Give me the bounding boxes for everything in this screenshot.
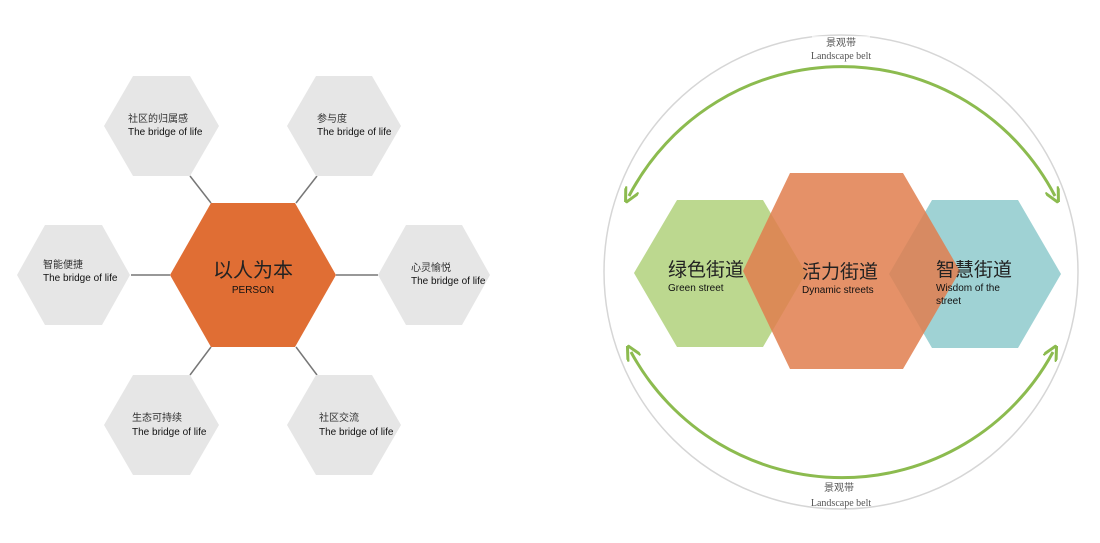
dynamic-street-title: 活力街道 xyxy=(802,261,878,283)
belt-top-subtitle: Landscape belt xyxy=(811,51,871,62)
satellite-hexagon xyxy=(287,76,401,176)
center-subtitle: PERSON xyxy=(232,285,274,296)
satellite-title: 参与度 xyxy=(317,112,347,125)
satellite-title: 生态可持续 xyxy=(132,411,182,424)
satellite-hexagon xyxy=(104,76,219,176)
smart-street-subtitle-line2: street xyxy=(936,296,961,307)
smart-street-subtitle-line1: Wisdom of the xyxy=(936,283,1000,294)
dynamic-street-hexagon xyxy=(743,173,960,369)
center-title: 以人为本 xyxy=(213,258,293,282)
center-hexagon xyxy=(170,203,336,347)
connector-line xyxy=(295,175,318,204)
connector-line xyxy=(189,175,212,204)
smart-street-title: 智慧街道 xyxy=(936,259,1012,281)
outer-circle xyxy=(603,34,1079,510)
connector-line xyxy=(189,346,212,376)
belt-top-title: 景观带 xyxy=(826,37,856,49)
satellite-subtitle: The bridge of life xyxy=(317,127,392,138)
satellite-hexagon xyxy=(287,375,401,475)
satellite-hexagon xyxy=(104,375,219,475)
satellite-title: 社区的归属感 xyxy=(128,112,188,125)
satellite-subtitle: The bridge of life xyxy=(132,427,207,438)
satellite-hexagon xyxy=(378,225,490,325)
top-landscape-arrow xyxy=(629,65,1055,196)
satellite-subtitle: The bridge of life xyxy=(128,127,203,138)
belt-bottom-subtitle: Landscape belt xyxy=(811,498,871,509)
person-centered-diagram: 社区的归属感 The bridge of life 参与度 The bridge… xyxy=(17,76,490,475)
satellite-title: 心灵愉悦 xyxy=(411,261,451,274)
satellite-title: 智能便捷 xyxy=(43,258,83,271)
connector-line xyxy=(295,346,318,376)
dynamic-street-subtitle: Dynamic streets xyxy=(802,285,874,296)
connector-lines xyxy=(131,175,378,376)
satellite-subtitle: The bridge of life xyxy=(319,427,394,438)
satellite-subtitle: The bridge of life xyxy=(43,273,118,284)
green-street-title: 绿色街道 xyxy=(668,259,744,281)
satellite-title: 社区交流 xyxy=(319,411,359,424)
label-backdrop xyxy=(812,36,870,62)
satellite-hexagon xyxy=(17,225,130,325)
street-types-diagram: 景观带 Landscape belt 景观带 Landscape belt 绿色… xyxy=(603,34,1079,510)
bottom-landscape-arrow xyxy=(631,352,1053,480)
satellite-subtitle: The bridge of life xyxy=(411,276,486,287)
belt-bottom-title: 景观带 xyxy=(824,482,854,494)
green-street-subtitle: Green street xyxy=(668,283,724,294)
